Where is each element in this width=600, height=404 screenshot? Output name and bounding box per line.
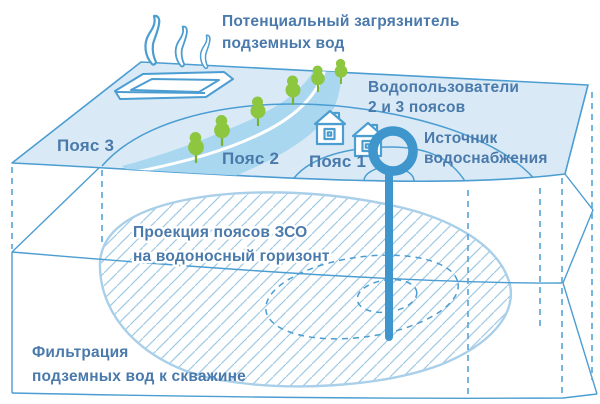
belt1-label: Пояс 1 [309,152,366,171]
block-top-front-edge [11,251,563,284]
steam-icon [144,14,211,70]
block-right-slant-edge [562,282,598,395]
pit-front-lip [115,91,206,94]
filtration-label-line1: Фильтрация [32,344,129,361]
filtration-label-line2: подземных вод к скважине [32,368,246,385]
water-users-label-line1: Водопользователи [368,79,519,96]
projection-label-line2: на водоносный горизонт [133,248,330,265]
pit-inner-rim [130,78,220,93]
underground-block-edges [11,164,598,399]
hatched-projection-area [98,191,513,388]
block-bottom-edge [11,392,598,399]
water-users-label-line2: 2 и 3 поясов [368,99,465,116]
river [122,62,342,180]
diagram-labels: Потенциальный загрязнитель подземных вод… [32,13,548,385]
belt1-2-boundary-arc [293,146,469,182]
pollutant-label-line1: Потенциальный загрязнитель [222,13,460,30]
water-source-label-line2: водоснабжения [424,150,548,167]
water-source-label-line1: Источник [424,130,498,147]
aquifer-projection-ellipse [98,191,513,388]
belt-projection-dashed-lines [11,92,593,395]
block-left-diagonal-edge [11,164,103,253]
belt2-3-boundary-arc [101,103,541,182]
belt2-label: Пояс 2 [222,149,279,168]
well-ring-icon [368,126,418,176]
block-right-connector-edge [562,173,594,284]
pollutant-label-line2: подземных вод [222,35,345,52]
pollution-pit-icon [114,71,234,100]
belt3-label: Пояс 3 [57,136,114,155]
belt2-projection-dashed-ellipse [265,254,459,340]
projection-label-line1: Проекция поясов ЗСО [133,224,307,241]
